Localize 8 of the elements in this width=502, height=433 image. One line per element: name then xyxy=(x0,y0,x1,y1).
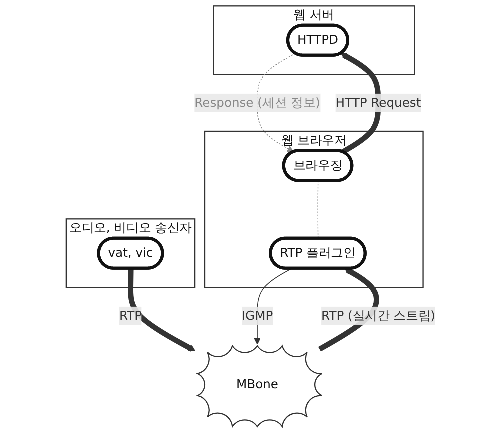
edge-label: RTP (실시간 스트림) xyxy=(322,308,436,323)
arrow xyxy=(340,52,382,154)
connector xyxy=(318,180,319,240)
edge-label: Response (세션 정보) xyxy=(194,95,320,110)
edge-label: RTP xyxy=(120,308,142,323)
arrow xyxy=(128,268,196,352)
edge-label: IGMP xyxy=(242,308,274,323)
edge-label: HTTP Request xyxy=(336,95,422,110)
